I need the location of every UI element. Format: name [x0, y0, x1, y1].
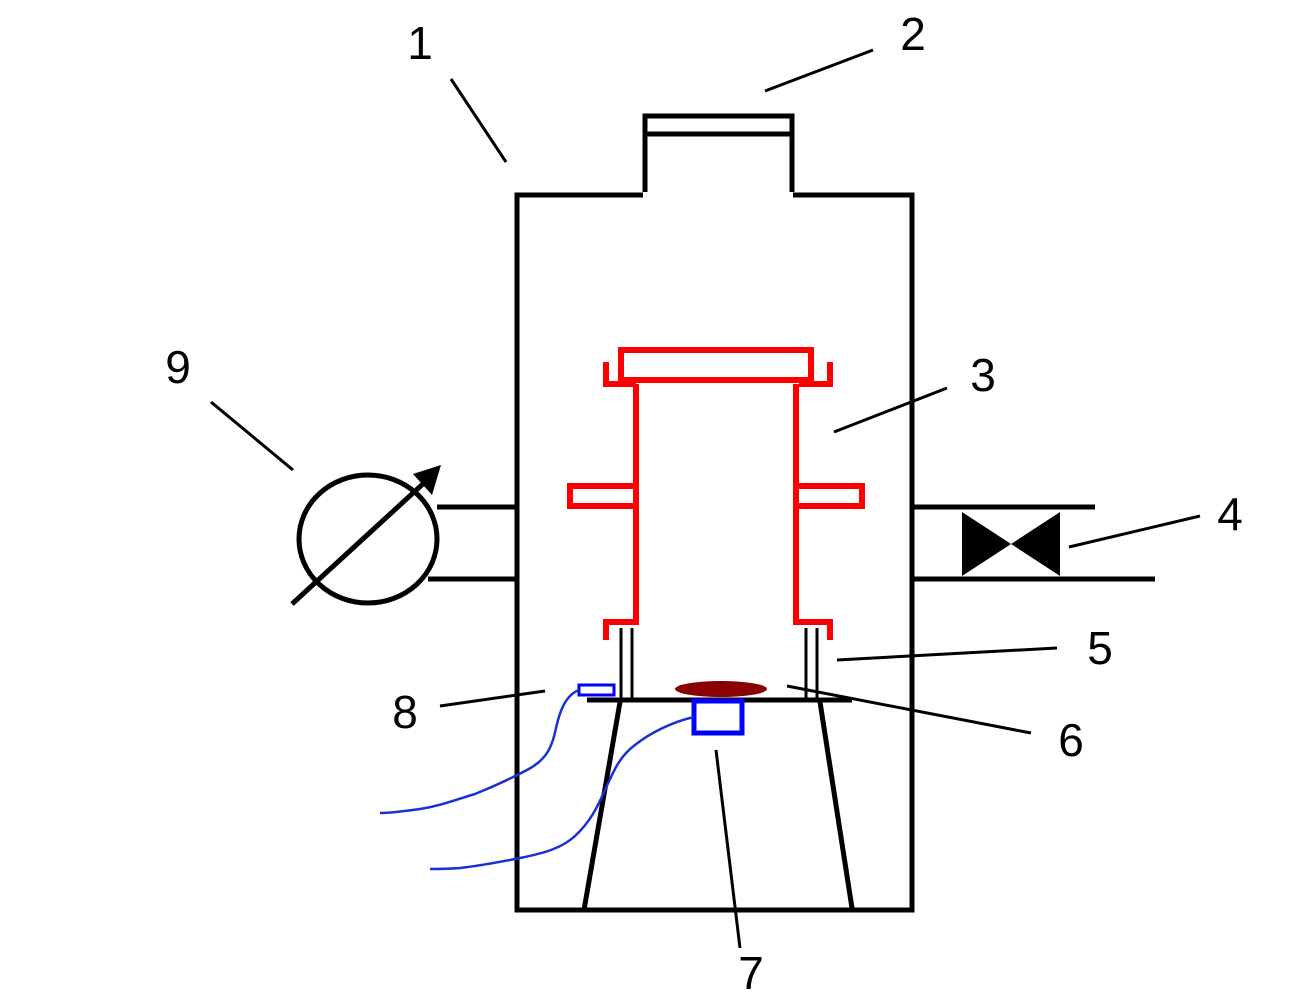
- gauge-needle-arrow-icon: [413, 465, 441, 495]
- pressure-gauge: [290, 465, 517, 606]
- label-3: 3: [970, 349, 996, 401]
- label-1: 1: [407, 17, 433, 69]
- label-5: 5: [1087, 622, 1113, 674]
- leader-9: [210, 400, 294, 472]
- inner-vessel: [567, 347, 865, 640]
- leader-5: [836, 646, 1058, 662]
- leader-3: [833, 386, 948, 434]
- label-9: 9: [165, 341, 191, 393]
- leader-1: [449, 78, 508, 163]
- leader-6: [786, 684, 1032, 735]
- leader-2: [764, 48, 874, 93]
- label-6: 6: [1058, 714, 1084, 766]
- leader-8: [439, 689, 546, 708]
- label-7: 7: [738, 947, 764, 999]
- label-8: 8: [392, 686, 418, 738]
- heater-block: [691, 698, 745, 736]
- inner-vessel-flange-left: [567, 483, 639, 509]
- wire-thermocouple: [379, 688, 580, 815]
- leader-lines: [210, 48, 1201, 949]
- wires: [379, 688, 695, 871]
- gauge-needle: [290, 480, 427, 606]
- gauge-dial: [296, 472, 440, 606]
- sample: [675, 681, 767, 697]
- label-4: 4: [1217, 488, 1243, 540]
- labels: 1 2 3 4 5 6 7 8 9: [165, 8, 1243, 999]
- outer-chamber: [514, 192, 915, 913]
- label-2: 2: [900, 8, 926, 60]
- valve-icon: [962, 512, 1060, 576]
- leader-4: [1068, 514, 1201, 549]
- stand-left-leg: [581, 701, 623, 911]
- wire-heater: [429, 715, 695, 871]
- inner-vessel-cap: [618, 347, 814, 383]
- thermocouple-sensor: [577, 683, 616, 697]
- leader-7: [714, 749, 742, 949]
- valve-assembly: [912, 504, 1155, 582]
- stand-right-leg: [817, 701, 855, 909]
- inner-vessel-flange-right: [793, 483, 865, 509]
- support-legs: [619, 628, 819, 698]
- top-port: [642, 113, 795, 192]
